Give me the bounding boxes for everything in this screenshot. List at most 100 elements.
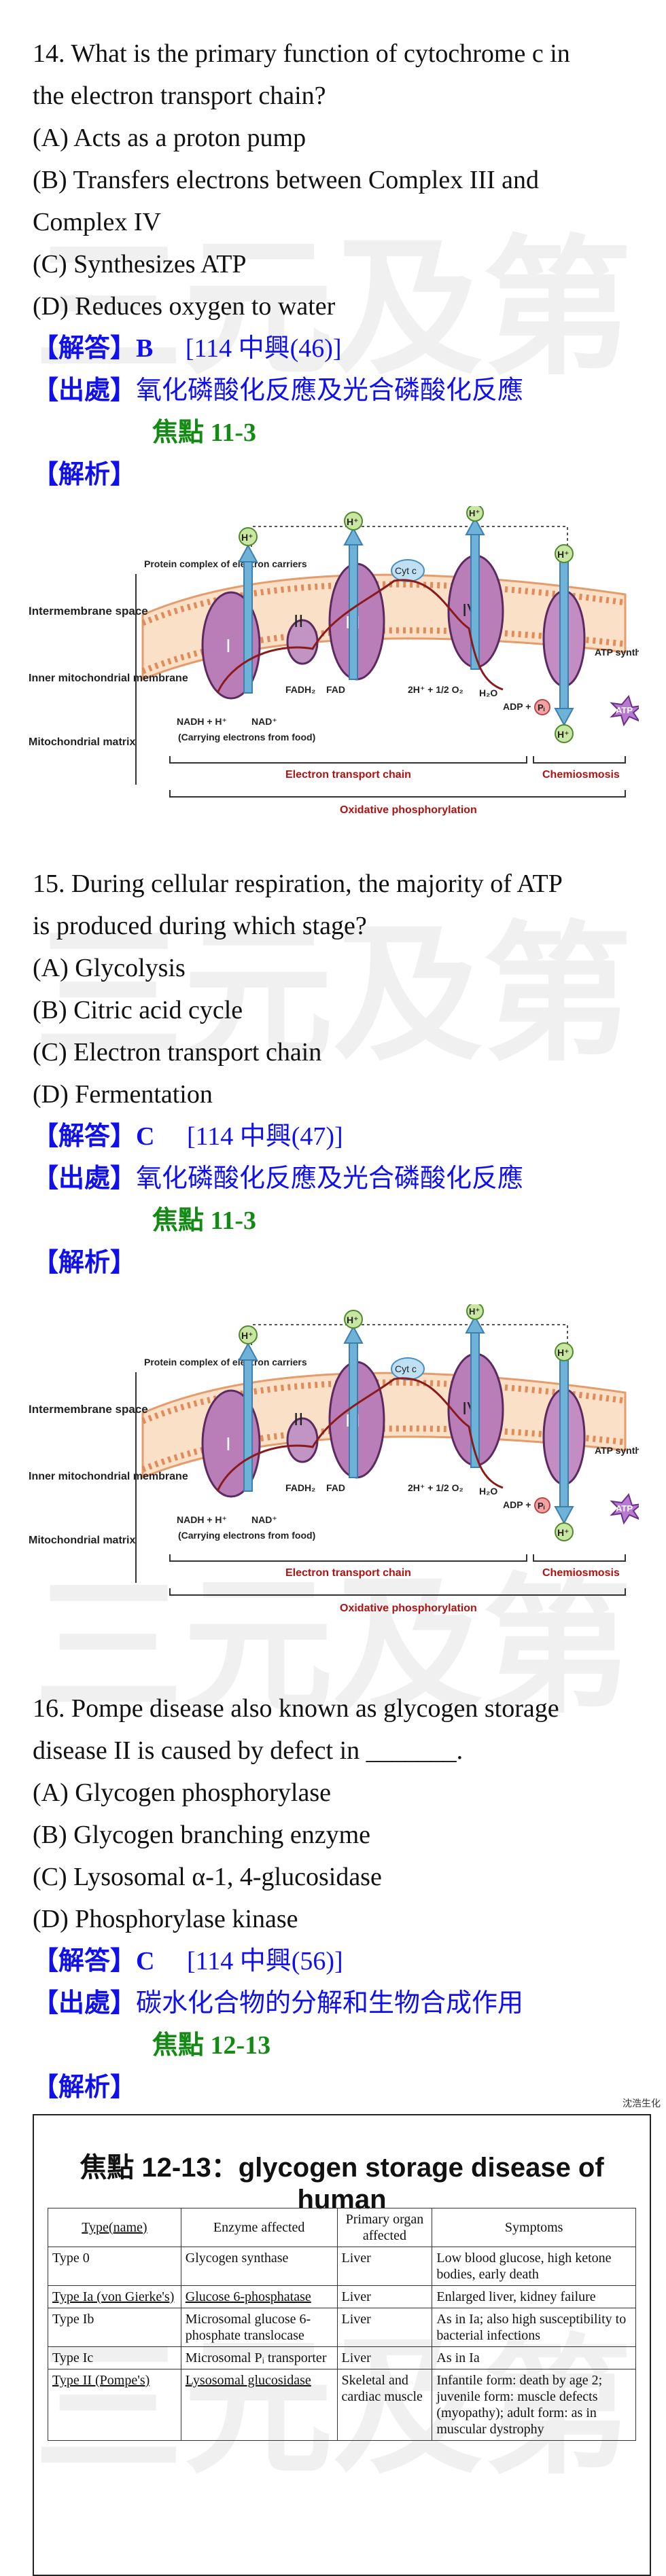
atp-burst [610,1492,639,1525]
water-label: H₂O [479,687,497,698]
fad-label: FAD [326,1482,345,1493]
carrying-label: (Carrying electrons from food) [178,732,315,743]
svg-text:H⁺: H⁺ [347,516,359,527]
source-tag: 【出處】 [33,1989,137,2018]
table-cell: Microsomal Pᵢ transporter [180,2346,338,2369]
chemiosmosis-label: Chemiosmosis [542,769,620,781]
hplus-bubbles: H⁺ H⁺ H⁺ H⁺ H⁺ [239,1304,574,1541]
option: (D) Fermentation [33,1080,213,1109]
fad-label: FAD [326,684,345,695]
fadh2-label: FADH₂ [285,1482,315,1493]
analysis-line: 【解析】 [33,2067,652,2109]
source-line: 【出處】氧化磷酸化反應及光合磷酸化反應 [33,1158,652,1200]
atp-label: ATP [616,705,633,715]
answer-ref: [114 中興(47)] [186,1122,343,1151]
oxphos-label: Oxidative phosphorylation [340,804,477,816]
table-cell: Type Ia (von Gierke's) [48,2285,181,2308]
cytc [391,559,425,582]
focus-line: 焦點 11-3 [33,1200,652,1242]
table-cell: Glucose 6-phosphatase [180,2285,338,2308]
table-cell: Type Ib [48,2308,181,2347]
matrix-label: Mitochondrial matrix [29,736,135,748]
focus-line: 焦點 12-13 [33,2024,652,2067]
complex-II-label: II [294,611,303,631]
adp-label: ADP + [503,701,531,712]
nadh-label: NADH + H⁺ [177,716,227,727]
protein-complex-label: Protein complex of electron carriers [144,1357,307,1367]
source-text: 碳水化合物的分解和生物合成作用 [136,1989,524,2018]
table-cell: Type Ic [48,2346,181,2369]
table-cell: Liver [336,2247,433,2286]
focus-text: 焦點 12-13 [152,2031,271,2060]
adp-label: ADP + [503,1499,531,1510]
oxygen-label: 2H⁺ + 1/2 O₂ [408,1482,463,1493]
table-header-row: Type(name) Enzyme affected Primary organ… [48,2208,636,2247]
table-cell: Low blood glucose, high ketone bodies, e… [432,2247,636,2286]
table-cell: Liver [336,2346,433,2369]
svg-text:H⁺: H⁺ [557,1347,569,1358]
focus-line: 焦點 11-3 [33,412,652,454]
focus-text: 焦點 11-3 [152,418,257,447]
question-stem: is produced during which stage? [33,912,367,940]
atp-burst [610,694,639,727]
analysis-line: 【解析】 [33,454,652,496]
answer-ref: [114 中興(46)] [185,334,342,363]
svg-text:H⁺: H⁺ [557,729,569,740]
analysis-tag: 【解析】 [33,2073,137,2102]
option: (B) Citric acid cycle [33,996,243,1024]
table-row: Type Ic Microsomal Pᵢ transporter Liver … [48,2346,636,2369]
table-cell: As in Ia; also high susceptibility to ba… [432,2308,636,2347]
complex-II-label: II [294,1409,303,1429]
pi-label: Pᵢ [538,702,545,713]
source-text: 氧化磷酸化反應及光合磷酸化反應 [136,376,524,405]
svg-text:H⁺: H⁺ [557,549,569,560]
complex-I-label: I [226,1433,231,1454]
col-header: Type(name) [48,2208,181,2247]
col-header: Symptoms [432,2208,636,2247]
col-header: Enzyme affected [180,2208,338,2247]
hplus-bubbles: H⁺ H⁺ H⁺ H⁺ H⁺ [239,506,574,743]
option: Complex IV [33,208,161,236]
etc-figure: Intermembrane space Inner mitochondrial … [29,1304,639,1614]
svg-text:H⁺: H⁺ [469,1306,480,1317]
water-label: H₂O [479,1486,497,1497]
inner-membrane-label: Inner mitochondrial membrane [29,673,188,684]
option: (D) Phosphorylase kinase [33,1905,298,1933]
cytc [391,1357,425,1380]
analysis-line: 【解析】 [33,1242,652,1284]
complex-I-label: I [226,635,231,656]
nad-label: NAD⁺ [251,716,277,727]
svg-text:H⁺: H⁺ [469,508,480,518]
answer-tag: 【解答】 [33,1947,137,1975]
table-row: Type Ia (von Gierke's) Glucose 6-phospha… [48,2285,636,2308]
answer-ref: [114 中興(56)] [186,1947,343,1975]
oxygen-label: 2H⁺ + 1/2 O₂ [408,684,463,695]
svg-text:H⁺: H⁺ [347,1314,359,1325]
answer-tag: 【解答】 [33,334,137,363]
cytc-label: Cyt c [395,565,417,576]
answer-line: 【解答】C [114 中興(56)] [33,1940,652,1982]
table-title: 焦點 12-13：glycogen storage disease of hum… [80,2153,604,2215]
etc-label: Electron transport chain [285,1567,411,1579]
col-header: Primary organ affected [336,2208,433,2247]
table-row: Type II (Pompe's) Lysosomal glucosidase … [48,2369,636,2441]
source-line: 【出處】碳水化合物的分解和生物合成作用 [33,1982,652,2024]
table-cell: As in Ia [432,2346,636,2369]
proton-arrows [238,516,574,727]
nad-label: NAD⁺ [251,1514,277,1525]
svg-text:H⁺: H⁺ [241,1330,253,1341]
question-stem: disease II is caused by defect in ______… [33,1736,463,1765]
analysis-tag: 【解析】 [33,1249,137,1277]
intermembrane-label: Intermembrane space [29,605,148,618]
table-cell: Lysosomal glucosidase [180,2369,338,2441]
option: (C) Synthesizes ATP [33,250,247,279]
answer-tag: 【解答】 [33,1122,137,1151]
table-cell: Enlarged liver, kidney failure [432,2285,636,2308]
option: (A) Acts as a proton pump [33,124,306,152]
svg-text:H⁺: H⁺ [241,532,253,543]
source-line: 【出處】氧化磷酸化反應及光合磷酸化反應 [33,370,652,412]
source-tag: 【出處】 [33,376,137,405]
table-cell: Liver [336,2308,433,2347]
question-stem: 15. During cellular respiration, the maj… [33,870,563,898]
atp-synthase-label: ATP synthase [595,647,639,658]
